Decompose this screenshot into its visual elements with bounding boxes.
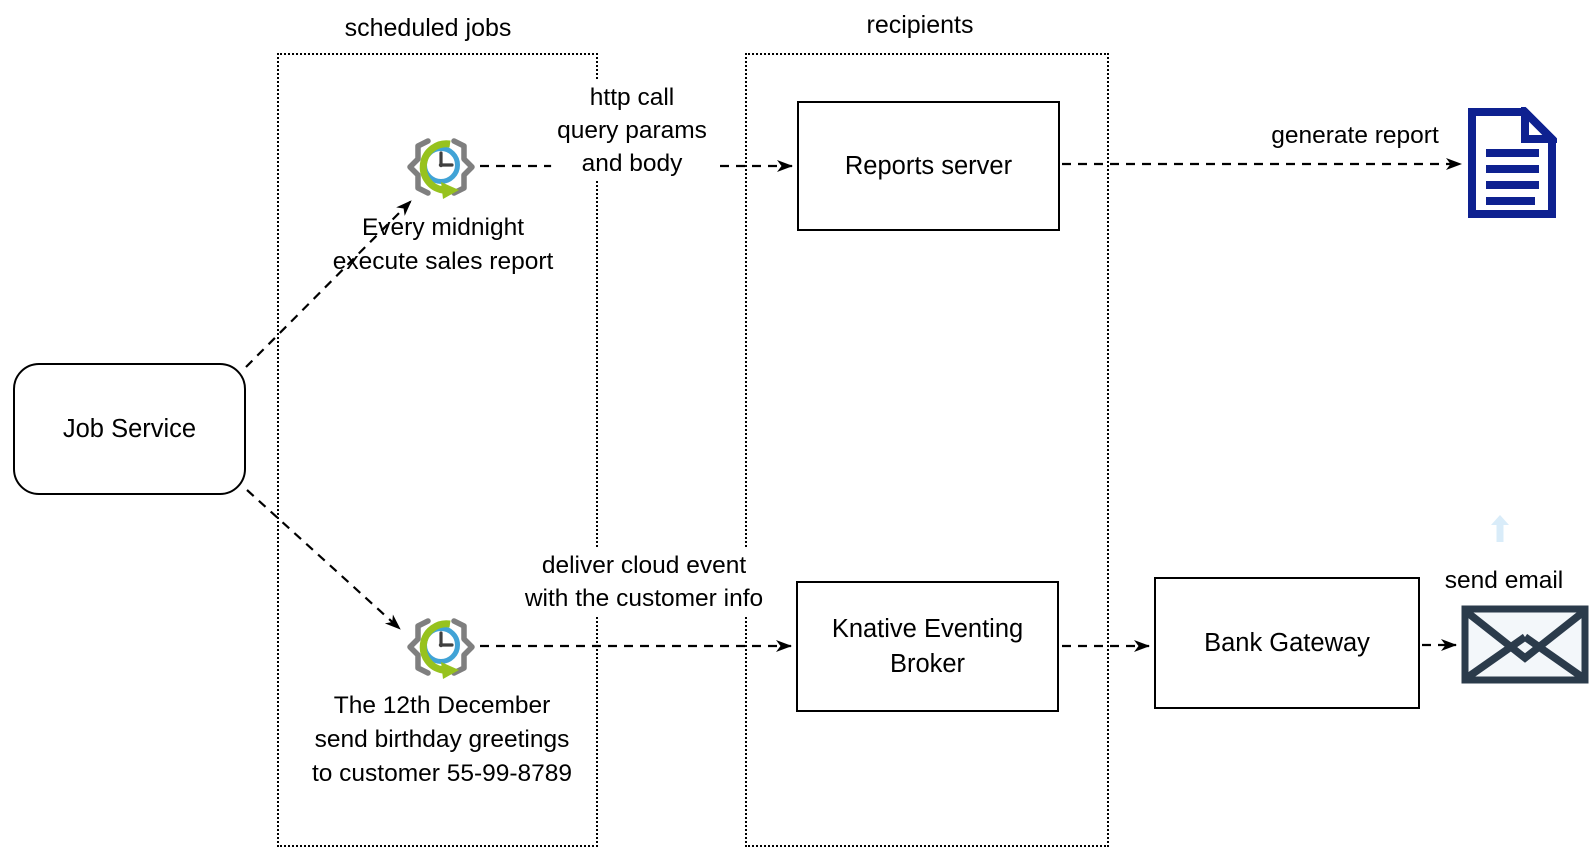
http-call-line3: and body <box>581 150 683 177</box>
http-call-line1: http call <box>589 84 675 111</box>
http-call-line2: query params <box>557 117 707 144</box>
scheduled-jobs-group-label: scheduled jobs <box>340 14 516 43</box>
birthday-schedule-line1: The 12th December <box>333 692 551 719</box>
birthday-schedule-line2: send birthday greetings <box>314 726 570 753</box>
send-email-edge-label: send email <box>1444 567 1564 594</box>
email-envelope-icon <box>1461 605 1589 684</box>
birthday-schedule-line3: to customer 55-99-8789 <box>311 760 573 787</box>
deliver-event-edge-label: deliver cloud event with the customer in… <box>518 549 770 615</box>
generate-report-edge-label: generate report <box>1265 119 1445 152</box>
birthday-schedule-label: The 12th December send birthday greeting… <box>312 689 572 791</box>
recipients-group <box>745 53 1109 847</box>
sales-schedule-line1: Every midnight <box>361 214 525 241</box>
scheduled-job-clock-icon <box>407 138 475 199</box>
scheduled-job-clock-icon <box>407 618 475 679</box>
knative-broker-label-line1: Knative Eventing <box>831 614 1024 643</box>
job-service-node: Job Service <box>13 363 246 495</box>
bank-gateway-node: Bank Gateway <box>1154 577 1420 709</box>
report-document-icon <box>1468 107 1557 218</box>
bank-gateway-label: Bank Gateway <box>1204 628 1370 657</box>
sales-schedule-line2: execute sales report <box>332 248 554 275</box>
connector-jobservice-to-sales-schedule <box>245 200 412 368</box>
knative-broker-node: Knative Eventing Broker <box>796 581 1059 712</box>
faint-up-arrow-icon <box>1491 515 1509 542</box>
knative-broker-label-line2: Broker <box>889 649 966 678</box>
recipients-group-label: recipients <box>862 11 978 40</box>
job-service-label: Job Service <box>62 414 197 443</box>
reports-server-node: Reports server <box>797 101 1060 231</box>
http-call-edge-label: http call query params and body <box>551 81 713 180</box>
sales-schedule-label: Every midnight execute sales report <box>333 211 554 279</box>
connector-jobservice-to-birthday-schedule <box>246 489 401 630</box>
deliver-event-line2: with the customer info <box>524 585 764 612</box>
deliver-event-line1: deliver cloud event <box>541 552 747 579</box>
reports-server-label: Reports server <box>844 151 1013 180</box>
scheduled-jobs-group <box>277 53 598 847</box>
